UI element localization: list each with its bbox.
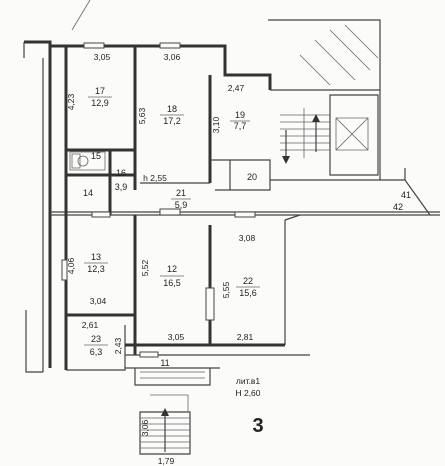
height-label: Н 2,60 xyxy=(235,388,260,398)
dimension-labels: 3,05 3,06 2,47 4,23 5,63 3,10 h 2,55 3,0… xyxy=(66,52,256,466)
dim-308: 3,08 xyxy=(239,233,256,243)
dim-304: 3,04 xyxy=(90,296,107,306)
dim-247: 2,47 xyxy=(228,83,245,93)
dim-406: 4,06 xyxy=(66,257,76,274)
dim-243: 2,43 xyxy=(113,337,123,354)
floor-number: 3 xyxy=(252,415,263,437)
stair-arrows xyxy=(161,114,320,452)
lit-label: лит.в1 xyxy=(236,376,261,386)
room-18-area: 17,2 xyxy=(163,116,181,126)
room-19-area: 7,7 xyxy=(234,121,247,131)
room-13-area: 12,3 xyxy=(87,264,105,274)
room-labels: 17 12,9 18 17,2 19 7,7 15 16 14 3,9 20 2… xyxy=(83,86,411,368)
room-19-number: 19 xyxy=(235,110,245,120)
room-23-area: 6,3 xyxy=(90,347,103,357)
interior-walls-upper xyxy=(64,46,271,215)
dim-423: 4,23 xyxy=(66,93,76,110)
room-12-area: 16,5 xyxy=(163,278,181,288)
dim-261: 2,61 xyxy=(82,320,99,330)
dim-306-top: 3,06 xyxy=(164,52,181,62)
section-line xyxy=(71,0,91,31)
door-marks xyxy=(61,42,256,358)
dim-552: 5,52 xyxy=(140,259,150,276)
room-21-number: 21 xyxy=(176,188,186,198)
label-42: 42 xyxy=(393,202,403,212)
dim-h255: h 2,55 xyxy=(143,173,167,183)
room-18-number: 18 xyxy=(167,104,177,114)
room-16-number: 16 xyxy=(116,168,126,178)
room-14-number: 14 xyxy=(83,188,93,198)
room-12-number: 12 xyxy=(167,264,177,274)
room-20-number: 20 xyxy=(247,172,257,182)
room-22-number: 22 xyxy=(243,276,253,286)
annotations: лит.в1 Н 2,60 3 xyxy=(235,376,263,437)
exterior-walls xyxy=(23,19,440,373)
dim-563: 5,63 xyxy=(137,107,147,124)
room-13-number: 13 xyxy=(91,252,101,262)
dim-305-bot: 3,05 xyxy=(168,332,185,342)
dim-281: 2,81 xyxy=(237,332,254,342)
room-21-area: 5,9 xyxy=(175,200,188,210)
room-14-area: 3,9 xyxy=(115,182,128,192)
dim-310: 3,10 xyxy=(211,116,221,133)
dim-305-top: 3,05 xyxy=(94,52,111,62)
room-23-number: 23 xyxy=(91,334,101,344)
room-17-area: 12,9 xyxy=(91,98,109,108)
interior-walls-lower xyxy=(64,214,310,455)
room-17-number: 17 xyxy=(95,86,105,96)
room-15-number: 15 xyxy=(91,151,101,161)
dim-179: 1,79 xyxy=(158,456,175,466)
label-41: 41 xyxy=(401,190,411,200)
room-11-number: 11 xyxy=(160,358,169,368)
dim-555: 5,55 xyxy=(221,281,231,298)
dim-306-stair: 3,06 xyxy=(140,419,150,436)
room-22-area: 15,6 xyxy=(239,288,257,298)
